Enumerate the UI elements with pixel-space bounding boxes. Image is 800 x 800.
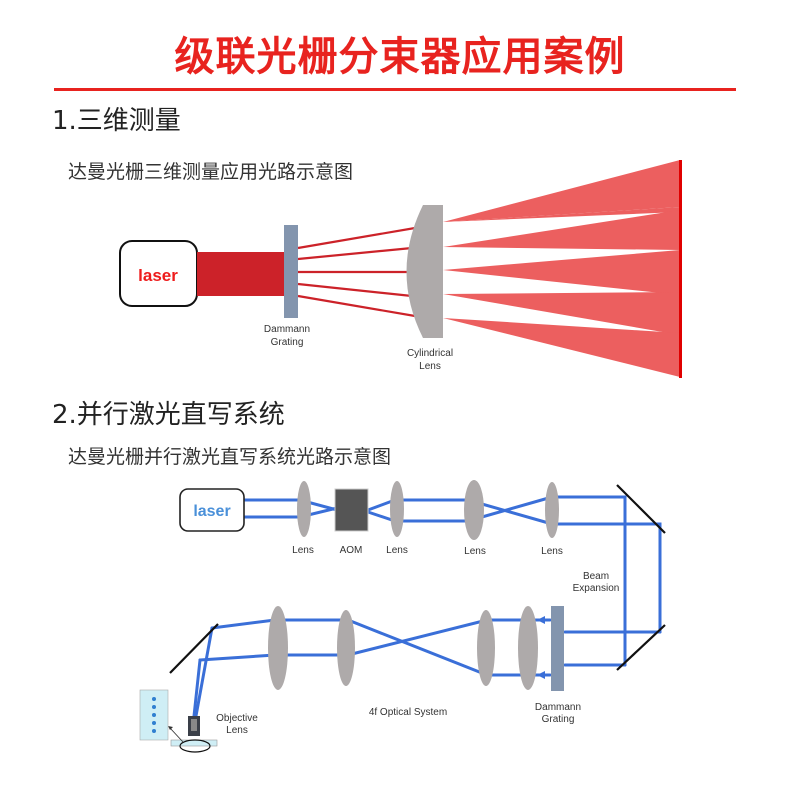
beam-4: [297, 282, 413, 298]
objective-label-a: Objective: [216, 713, 258, 724]
beam-grating-a: [198, 618, 552, 662]
beam-aom-out-b: [366, 495, 554, 523]
beam-aom-out-a: [366, 498, 554, 526]
blue-beams: [192, 495, 662, 718]
objective-label-b: Lens: [226, 725, 248, 736]
beam-expand-b: [550, 522, 662, 634]
component-label-2: AOM: [340, 545, 363, 556]
lens-3: [464, 480, 484, 540]
optical-system-label: 4f Optical System: [369, 707, 447, 718]
fan-2: [443, 210, 680, 250]
cylindrical-lens-label-a: Cylindrical: [407, 348, 453, 359]
laser-box-2: [179, 488, 245, 532]
laser-label-2: laser: [193, 503, 230, 520]
cylindrical-lens-label-b: Lens: [419, 361, 441, 372]
component-label-1: Lens: [292, 545, 314, 556]
lens-2: [390, 481, 404, 537]
laser-label-1: laser: [138, 266, 178, 285]
fan-5: [443, 318, 680, 377]
zoom-arrow-head: [168, 726, 173, 730]
beam-expansion-label-a: Beam: [583, 571, 609, 582]
beam-1: [297, 226, 416, 250]
arrow-head-b: [537, 671, 545, 679]
section2-heading: 2.并行激光直写系统: [52, 400, 285, 430]
mirror-bottom-right: [616, 624, 666, 671]
projected-light-fans: [443, 160, 682, 378]
focused-spots: [152, 697, 156, 733]
dammann-grating-1: [284, 225, 298, 318]
lens-4f-1: [518, 606, 538, 690]
section1-heading: 1.三维测量: [52, 106, 181, 136]
spot-3: [152, 713, 156, 717]
fan-3: [443, 250, 680, 295]
section1-caption: 达曼光栅三维测量应用光路示意图: [68, 161, 354, 183]
laser-beam-1: [197, 252, 285, 296]
grating-label-1a: Dammann: [264, 324, 310, 335]
lens-1: [297, 481, 311, 537]
section2-caption: 达曼光栅并行激光直写系统光路示意图: [68, 446, 392, 468]
diffracted-beams: [297, 226, 416, 318]
beam-2: [297, 246, 413, 261]
cylindrical-lens: [406, 205, 443, 338]
dammann-grating-2: [551, 606, 564, 691]
beam-expand-a: [550, 495, 627, 667]
lens-4: [545, 482, 559, 538]
spot-2: [152, 705, 156, 709]
lens-4f-2: [477, 610, 495, 686]
mirror-top-right: [616, 484, 666, 534]
spot-5: [152, 729, 156, 733]
lens-4f-4: [268, 606, 288, 690]
title-divider: [54, 88, 736, 91]
grating-label-2a: Dammann: [535, 702, 581, 713]
beam-down-a: [194, 626, 214, 718]
fan-1b: [443, 207, 680, 222]
component-label-5: Lens: [541, 546, 563, 557]
aom: [334, 488, 369, 532]
fold-mirror: [169, 623, 219, 674]
spot-1: [152, 697, 156, 701]
beam-5: [297, 294, 416, 318]
spot-4: [152, 721, 156, 725]
fan-4: [443, 292, 680, 335]
lens-4f-3: [337, 610, 355, 686]
projection-screen: [679, 160, 682, 378]
beam-down-b: [192, 658, 202, 718]
component-label-3: Lens: [386, 545, 408, 556]
grating-label-2b: Grating: [542, 714, 575, 725]
objective-lens-window: [191, 719, 197, 731]
beam-expansion-label-b: Expansion: [573, 583, 620, 594]
grating-label-1b: Grating: [271, 337, 304, 348]
component-label-4: Lens: [464, 546, 486, 557]
zoom-arrow: [169, 727, 184, 743]
focus-region: [179, 739, 211, 753]
beam-top-a: [243, 498, 339, 512]
page-title: 级联光栅分束器应用案例: [174, 34, 626, 80]
fan-1: [443, 160, 680, 222]
arrow-head-a: [537, 616, 545, 624]
beam-top-b: [243, 506, 339, 519]
